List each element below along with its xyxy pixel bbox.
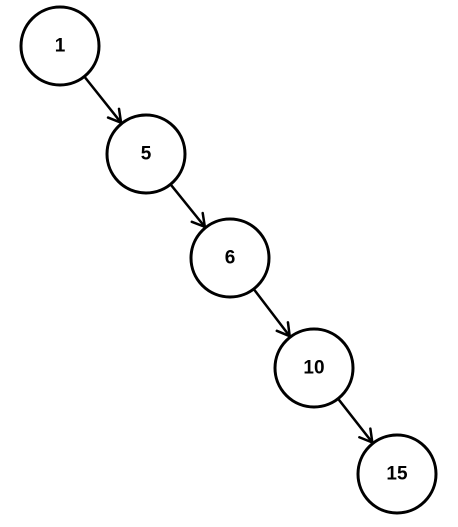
node-circle [19,5,101,87]
node-5: 5 [105,113,187,195]
node-1: 1 [19,5,101,87]
edge-n10-n15 [337,397,374,444]
node-10: 10 [273,327,355,409]
node-label: 5 [141,144,152,165]
node-circle [189,217,271,299]
edge-n6-n10 [252,288,291,338]
node-circle [273,327,355,409]
edge-n1-n5 [83,75,123,124]
node-circle [105,113,187,195]
edge-line [252,288,291,337]
edge-line [169,183,206,228]
node-label: 1 [55,36,66,57]
node-label: 15 [386,464,408,485]
node-15: 15 [356,433,438,515]
edge-line [83,75,123,124]
node-label: 10 [303,358,324,379]
edge-n5-n6 [169,183,207,229]
edge-line [337,397,374,444]
node-circle [356,433,438,515]
node-label: 6 [225,248,236,269]
node-6: 6 [189,217,271,299]
